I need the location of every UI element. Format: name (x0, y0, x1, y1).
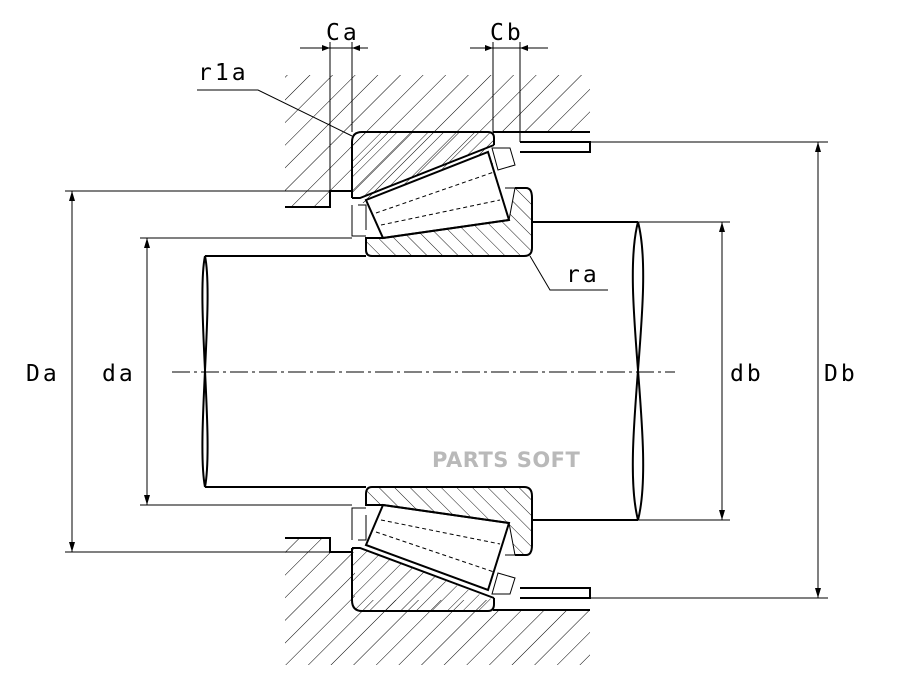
outer-ring-top (351, 131, 495, 237)
dimension-lines (65, 42, 828, 599)
outer-ring-bottom (351, 507, 495, 612)
label-r1a: r1a (198, 60, 249, 86)
inner-ring-bottom (365, 486, 533, 556)
shaft (172, 221, 675, 521)
label-cb: Cb (490, 20, 524, 46)
label-ra: ra (566, 262, 600, 288)
watermark: PARTS SOFT (432, 448, 581, 472)
label-da-outer: Da (26, 361, 60, 387)
label-ca: Ca (326, 20, 360, 46)
label-da-inner: da (102, 361, 136, 387)
label-db-outer: Db (824, 361, 858, 387)
label-db-inner: db (730, 361, 764, 387)
inner-ring-top (365, 187, 533, 257)
